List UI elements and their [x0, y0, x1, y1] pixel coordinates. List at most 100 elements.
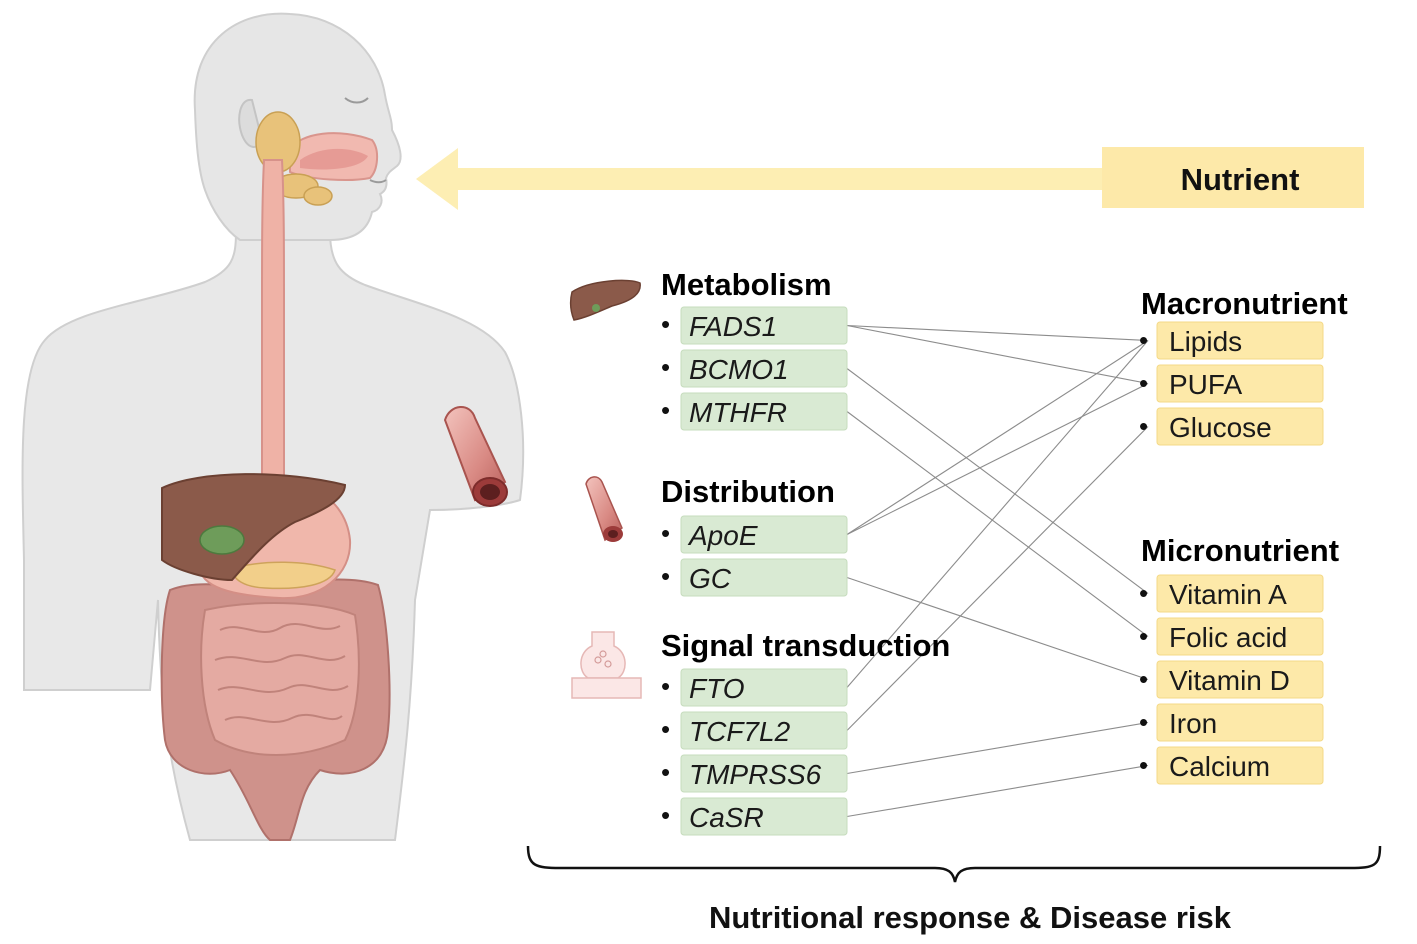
link-apoe-pufa [846, 383, 1149, 535]
nutrient-box [1156, 407, 1324, 446]
gallbladder [199, 525, 245, 555]
nutrient-box [1156, 321, 1324, 360]
bullet: • [661, 800, 670, 830]
synapse-icon [571, 631, 642, 699]
nutrient-item-iron: • Iron [1139, 703, 1324, 742]
bullet: • [1139, 368, 1148, 398]
nutrient-item-vitamin-d: • Vitamin D [1139, 660, 1324, 699]
gene-group-metabolism: Metabolism • FADS1 • BCMO1 •MTHFR [661, 267, 848, 431]
liver [161, 473, 347, 582]
gene-item-casr: • CaSR [661, 797, 848, 836]
link-gc-vitamin-d [846, 576, 1149, 681]
bullet: • [661, 395, 670, 425]
bullet: • [661, 518, 670, 548]
nutrient-group-title: Macronutrient [1141, 286, 1348, 321]
nutrient-box [1156, 617, 1324, 656]
bullet: • [661, 352, 670, 382]
nutrient-item-calcium: • Calcium [1139, 746, 1324, 785]
bullet: • [1139, 707, 1148, 737]
nutrient-item-glucose: • Glucose [1139, 407, 1324, 446]
liver-icon [569, 279, 641, 321]
link-fads1-lipids [846, 324, 1149, 342]
nutrient-box [1156, 660, 1324, 699]
link-bcmo1-vitamin-a [846, 368, 1149, 594]
nutrient-arrow [416, 148, 1105, 210]
bottom-brace [526, 845, 1382, 883]
bullet: • [1139, 411, 1148, 441]
bullet: • [661, 561, 670, 591]
gene-item-tmprss6: • TMPRSS6 [661, 754, 848, 793]
nutrient-label: Nutrient [1181, 162, 1300, 197]
nutrient-groups: Macronutrient•Lipids•PUFA•GlucoseMicronu… [1139, 286, 1348, 785]
gene-item-fto: •FTO [661, 668, 848, 707]
nutrient-item-vitamin-a: •Vitamin A [1139, 574, 1324, 613]
link-casr-calcium [846, 764, 1149, 818]
bullet: • [1139, 664, 1148, 694]
nutrient-label: Vitamin A [1169, 579, 1287, 610]
nutrient-item-pufa: •PUFA [1139, 364, 1324, 403]
gene-group-distribution: Distribution • ApoE • GC [661, 474, 848, 597]
bullet: • [1139, 750, 1148, 780]
intestine-folds [214, 623, 349, 723]
gene-group-title: Metabolism [661, 267, 832, 302]
tongue [300, 148, 368, 170]
gene-label: TCF7L2 [689, 716, 791, 747]
gene-label: FADS1 [689, 311, 777, 342]
gene-box [680, 711, 848, 750]
bottom-caption: Nutritional response & Disease risk [709, 900, 1232, 935]
gene-group-title: Distribution [661, 474, 835, 509]
esophagus [261, 159, 285, 481]
gene-box [680, 754, 848, 793]
gene-item-gc: • GC [661, 558, 848, 597]
gene-nutrient-links [846, 324, 1149, 818]
nutrient-group-title: Micronutrient [1141, 533, 1339, 568]
link-mthfr-folic-acid [846, 411, 1149, 637]
arm-blood-vessel [443, 406, 508, 507]
gene-label: FTO [689, 673, 744, 704]
gene-item-fads1: • FADS1 [661, 306, 848, 345]
salivary-glands [255, 111, 333, 206]
gene-box [680, 797, 848, 836]
nutrient-box [1156, 746, 1324, 785]
closed-eye [344, 97, 369, 104]
gene-label: ApoE [687, 520, 758, 551]
gene-box [680, 515, 848, 554]
link-tmprss6-iron [846, 721, 1149, 775]
link-fads1-pufa [846, 324, 1149, 385]
mouth [369, 179, 387, 184]
link-apoe-lipids [846, 340, 1149, 535]
gene-label: BCMO1 [689, 354, 789, 385]
gene-box [680, 306, 848, 345]
small-intestine [200, 602, 360, 756]
nutrient-label: Calcium [1169, 751, 1270, 782]
bullet: • [661, 309, 670, 339]
gene-label: TMPRSS6 [689, 759, 822, 790]
nutrient-group-micronutrient: Micronutrient•Vitamin A•Folic acid•Vitam… [1139, 533, 1339, 785]
gene-label: GC [689, 563, 732, 594]
blood-vessel-icon [585, 476, 623, 542]
gene-group-signal-transduction: Signal transduction•FTO•TCF7L2•TMPRSS6•C… [661, 628, 950, 836]
nutrient-label: Iron [1169, 708, 1217, 739]
gene-box [680, 668, 848, 707]
nutrient-group-macronutrient: Macronutrient•Lipids•PUFA•Glucose [1139, 286, 1348, 446]
nutrient-box [1156, 364, 1324, 403]
link-tcf7l2-glucose [846, 426, 1149, 731]
nutrient-box [1156, 703, 1324, 742]
gene-box [680, 392, 848, 431]
bullet: • [1139, 621, 1148, 651]
gene-label: CaSR [689, 802, 764, 833]
human-body-illustration [21, 12, 525, 841]
gene-item-apoe: • ApoE [661, 515, 848, 554]
nutrient-label: Glucose [1169, 412, 1272, 443]
pancreas [231, 561, 336, 590]
gene-groups: Metabolism • FADS1 • BCMO1 •MTHFR Distribution… [661, 267, 950, 836]
gene-item-mthfr: •MTHFR [661, 392, 848, 431]
gene-item-bcmo1: • BCMO1 [661, 349, 848, 388]
nutrient-item-lipids: •Lipids [1139, 321, 1324, 360]
gene-box [680, 349, 848, 388]
gene-box [680, 558, 848, 597]
nutrient-box [1156, 574, 1324, 613]
nutrient-label: Vitamin D [1169, 665, 1290, 696]
bullet: • [661, 757, 670, 787]
